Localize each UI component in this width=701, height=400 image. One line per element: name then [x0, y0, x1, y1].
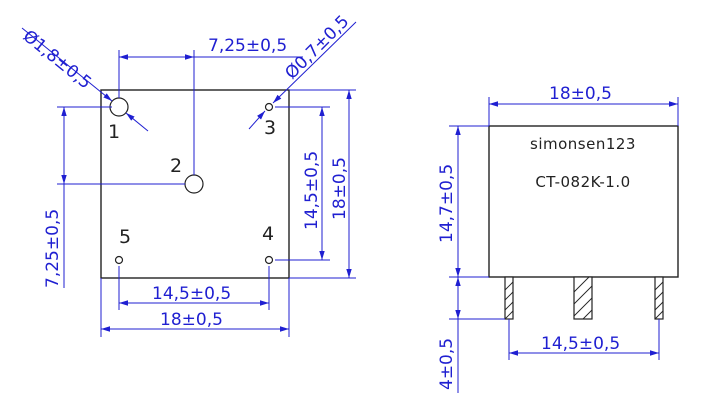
top-view: 1 2 3 4 5 Ø1,8±0,5 Ø0,7±0,5 7,25±0,5	[19, 12, 357, 337]
side-width-dimension: 18±0,5	[488, 84, 679, 126]
hole-small-dimension: Ø0,7±0,5	[248, 12, 357, 130]
pin-length-dimension: 4±0,5	[437, 277, 505, 393]
pins-y-dim-text: 14,5±0,5	[302, 151, 322, 230]
pin-4-label: 4	[262, 223, 274, 245]
pin-4-hole	[264, 255, 274, 265]
pin-length-dim-text: 4±0,5	[437, 338, 457, 390]
pin-2-hole	[184, 174, 204, 194]
side-pin-left	[504, 276, 514, 320]
pins-y-dimension: 14,5±0,5	[275, 106, 330, 261]
body-y-dimension: 18±0,5	[289, 89, 356, 279]
side-view-body-outline	[488, 125, 679, 278]
pin-1-hole	[109, 97, 129, 117]
side-pin-right	[654, 276, 664, 320]
hole-small-dim-text: Ø0,7±0,5	[281, 12, 353, 84]
side-width-dim-text: 18±0,5	[549, 84, 612, 104]
pin-3-label: 3	[264, 117, 276, 139]
pin-5-hole	[114, 255, 124, 265]
pin-1-label: 1	[108, 121, 120, 143]
marking-line-2: CT-082K-1.0	[535, 173, 630, 191]
pins-x-dim-text: 14,5±0,5	[152, 284, 231, 304]
side-pin-spacing-dimension: 14,5±0,5	[508, 319, 660, 360]
side-height-dimension: 14,7±0,5	[437, 125, 489, 278]
pin-3-hole	[264, 102, 274, 112]
side-pin-spacing-dim-text: 14,5±0,5	[541, 334, 620, 354]
pin2-x-dimension: 7,25±0,5	[118, 36, 303, 175]
hole-large-dimension: Ø1,8±0,5	[19, 26, 149, 132]
pin-5-label: 5	[119, 226, 131, 248]
side-view: simonsen123 CT-082K-1.0	[437, 84, 679, 393]
pins-x-dimension: 14,5±0,5	[118, 266, 270, 310]
pin2-y-dim-text: 7,25±0,5	[43, 209, 63, 288]
marking-line-1: simonsen123	[530, 135, 636, 153]
side-pin-middle	[573, 276, 593, 320]
pin2-x-dim-text: 7,25±0,5	[208, 36, 287, 56]
body-x-dimension: 18±0,5	[100, 278, 290, 337]
pin-2-label: 2	[170, 155, 182, 177]
body-x-dim-text: 18±0,5	[160, 310, 223, 330]
body-y-dim-text: 18±0,5	[330, 157, 350, 220]
hole-large-dim-text: Ø1,8±0,5	[19, 26, 95, 93]
side-height-dim-text: 14,7±0,5	[437, 164, 457, 243]
pin2-y-dimension: 7,25±0,5	[43, 106, 185, 288]
